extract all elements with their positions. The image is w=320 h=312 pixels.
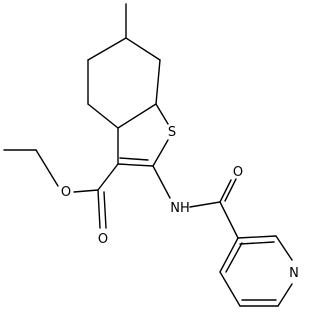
- bond: [225, 242, 243, 273]
- bond: [277, 283, 293, 307]
- bond: [275, 235, 293, 261]
- ethyl-ester: [3, 149, 119, 229]
- bond: [224, 178, 237, 202]
- pyridine-ring: [219, 235, 293, 307]
- bond: [125, 37, 161, 61]
- bond: [119, 157, 149, 161]
- bond: [219, 271, 241, 307]
- bond: [152, 139, 169, 167]
- amide-linker: [152, 165, 239, 239]
- bond: [103, 191, 107, 229]
- bond: [219, 237, 239, 273]
- bond: [117, 163, 154, 167]
- bond: [155, 103, 169, 125]
- bond: [35, 149, 59, 187]
- bond: [189, 201, 221, 208]
- bond: [152, 165, 171, 199]
- sulfur-label: S: [168, 125, 176, 140]
- bond: [219, 201, 239, 239]
- bond: [239, 241, 275, 245]
- molecule-canvas: S O O NH O N: [3, 3, 299, 307]
- cyclohexene-ring: [87, 37, 161, 129]
- bond: [117, 103, 157, 129]
- bond: [97, 189, 101, 229]
- bond: [155, 59, 161, 105]
- bond: [87, 37, 127, 61]
- bond: [87, 103, 119, 129]
- structure-diagram: S O O NH O N: [3, 3, 299, 307]
- pyridine-nitrogen-label: N: [289, 266, 299, 281]
- bond: [219, 179, 232, 203]
- thiophene-ring: [117, 103, 169, 167]
- ester-oxygen-label: O: [61, 185, 71, 200]
- bond: [73, 189, 99, 193]
- amide-oxygen-label: O: [233, 165, 243, 180]
- bond: [97, 163, 119, 191]
- carbonyl-oxygen-label: O: [98, 232, 108, 247]
- amide-nh-label: NH: [170, 201, 190, 216]
- bond: [237, 235, 277, 239]
